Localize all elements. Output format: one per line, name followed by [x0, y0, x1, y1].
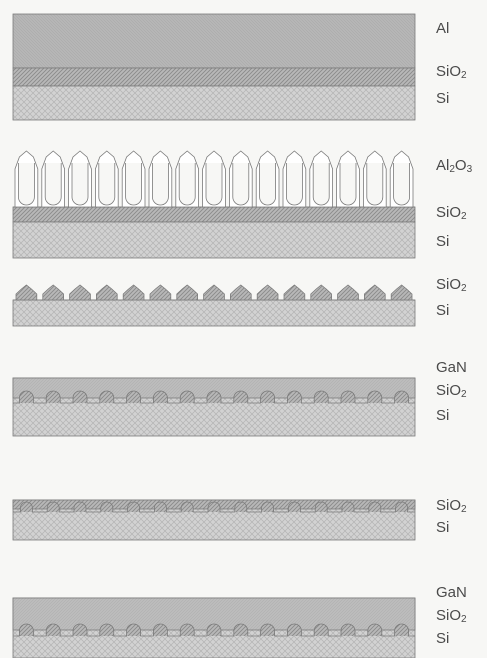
sio2-pattern — [13, 390, 415, 404]
pore — [18, 163, 35, 206]
pore — [125, 163, 142, 206]
sio2-pattern — [13, 284, 415, 301]
layer-label-sio2: SiO2 — [436, 63, 467, 85]
label-subscript: 2 — [461, 283, 467, 294]
layer-label-sio2: SiO2 — [436, 204, 467, 226]
sio2-layer — [12, 206, 416, 223]
label-subscript: 2 — [461, 211, 467, 222]
pore — [312, 163, 330, 206]
label-subscript: 2 — [449, 164, 455, 175]
pore — [205, 163, 223, 206]
layer-label-si: Si — [436, 630, 449, 648]
label-text: Si — [436, 519, 450, 536]
layer-label-si: Si — [436, 302, 449, 320]
layer-label-sio2: SiO2 — [436, 382, 467, 404]
label-text: Si — [436, 233, 450, 250]
label-subscript: 2 — [461, 614, 467, 625]
label-text: GaN — [436, 584, 467, 601]
sio2-layer — [12, 67, 416, 87]
label-text: SiO — [436, 382, 462, 399]
pore — [98, 163, 116, 206]
label-text: GaN — [436, 359, 467, 376]
pore — [339, 163, 357, 206]
label-text: Al — [436, 157, 450, 174]
label-text: Si — [436, 630, 450, 647]
pore — [393, 163, 410, 206]
pore — [71, 163, 89, 206]
label-text: O — [454, 157, 467, 174]
label-text: Si — [436, 302, 450, 319]
label-subscript: 2 — [461, 504, 467, 515]
label-text: SiO — [436, 497, 462, 514]
label-text: SiO — [436, 63, 462, 80]
layer-label-sio2: SiO2 — [436, 276, 467, 298]
layer-label-si: Si — [436, 233, 449, 251]
pore — [152, 163, 169, 206]
layer-label-sio2: SiO2 — [436, 497, 467, 519]
pore — [259, 163, 276, 206]
si-substrate — [12, 221, 416, 259]
si-substrate — [12, 299, 416, 327]
layer-label-si: Si — [436, 519, 449, 537]
label-text: Si — [436, 407, 450, 424]
si-substrate — [12, 85, 416, 121]
layer-label-sio2: SiO2 — [436, 607, 467, 629]
sio2-pattern — [13, 501, 415, 513]
label-text: SiO — [436, 607, 462, 624]
layer-label-gan: GaN — [436, 584, 467, 602]
layer-label-al: Al — [436, 20, 449, 38]
pore — [286, 163, 303, 206]
layer-label-al2o3: Al2O3 — [436, 157, 472, 179]
sio2-pattern — [13, 623, 415, 637]
label-subscript: 2 — [461, 389, 467, 400]
label-text: Al — [436, 20, 450, 37]
layer-label-gan: GaN — [436, 359, 467, 377]
label-subscript: 3 — [466, 164, 473, 175]
layer-label-si: Si — [436, 407, 449, 425]
al-layer — [12, 13, 416, 69]
pore — [232, 163, 250, 206]
label-text: SiO — [436, 276, 462, 293]
label-text: SiO — [436, 204, 462, 221]
pore — [44, 163, 62, 206]
pore — [178, 163, 196, 206]
label-subscript: 2 — [461, 70, 467, 81]
label-text: Si — [436, 90, 450, 107]
pore — [366, 163, 384, 206]
layer-label-si: Si — [436, 90, 449, 108]
